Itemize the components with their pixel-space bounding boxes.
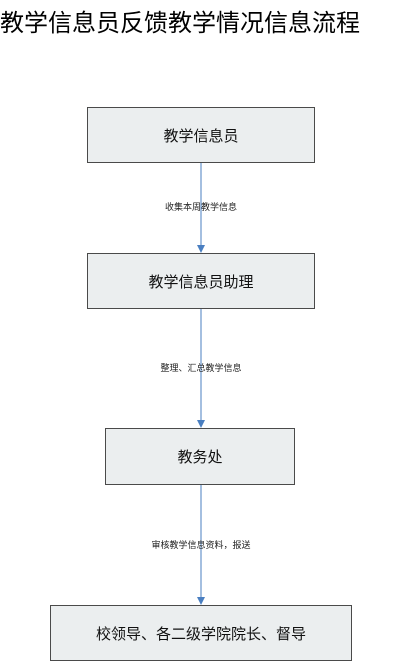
edge-label-organize: 整理、汇总教学信息 [160,364,242,374]
node-academic-affairs-office: 教务处 [105,428,295,485]
node-label: 教务处 [177,448,223,466]
node-label: 教学信息员助理 [148,272,254,291]
edge-label-review: 审核教学信息资料，报送 [151,541,251,551]
edge-label-collect: 收集本周教学信息 [164,203,238,213]
node-leadership-and-supervisors: 校领导、各二级学院院长、督导 [50,605,352,661]
node-label: 校领导、各二级学院院长、督导 [95,624,306,643]
node-label: 教学信息员 [163,126,239,145]
node-info-officer-assistant: 教学信息员助理 [87,253,315,309]
diagram-title: 教学信息员反馈教学情况信息流程 [0,9,360,37]
node-teaching-info-officer: 教学信息员 [87,107,315,163]
